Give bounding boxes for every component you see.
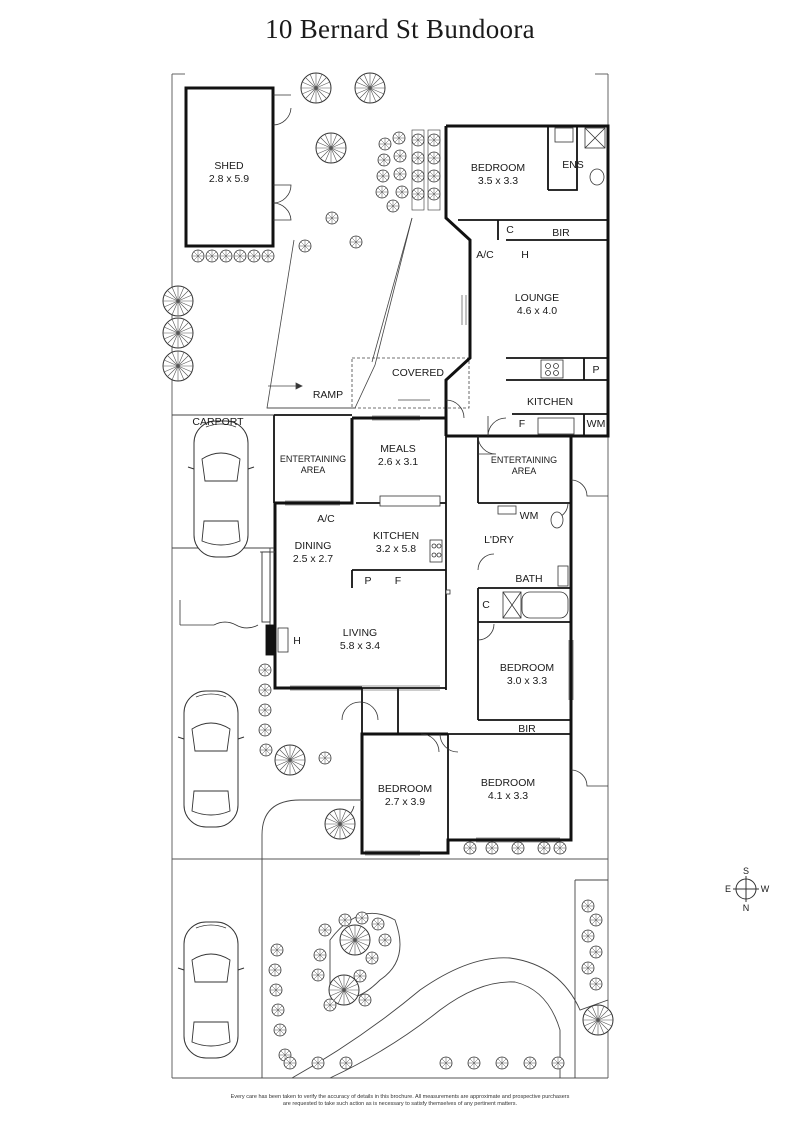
windows xyxy=(285,295,574,856)
fixtures xyxy=(277,127,606,653)
ldry-label: L'DRY xyxy=(484,534,514,546)
ac-mid-label: A/C xyxy=(317,513,335,525)
bedroom-2-size: 4.1 x 3.3 xyxy=(488,790,528,802)
h-top-label: H xyxy=(521,249,529,261)
f-mid-label: F xyxy=(395,575,401,587)
car-icon xyxy=(187,420,255,558)
entertaining-left-label-2: AREA xyxy=(301,465,326,475)
door-swings xyxy=(179,399,608,821)
disclaimer-line-1: Every care has been taken to verify the … xyxy=(230,1094,570,1100)
lounge-size: 4.6 x 4.0 xyxy=(517,305,557,317)
ens-label: ENS xyxy=(562,159,584,171)
dining-size: 2.5 x 2.7 xyxy=(293,553,333,565)
shed-shrubs xyxy=(191,249,275,263)
f-top-label: F xyxy=(519,418,525,430)
ac-top-label: A/C xyxy=(476,249,494,261)
shed-size: 2.8 x 5.9 xyxy=(209,173,249,185)
interior-walls xyxy=(273,126,608,840)
compass-s: S xyxy=(743,866,749,876)
compass-e: E xyxy=(725,884,731,894)
wm-mid-label: WM xyxy=(520,510,539,522)
meals-label: MEALS xyxy=(380,443,416,455)
upper-yard-trees xyxy=(162,72,441,382)
bedroom-master-label: BEDROOM xyxy=(471,162,525,174)
bedroom-2-label: BEDROOM xyxy=(481,777,535,789)
compass-w: W xyxy=(761,884,770,894)
disclaimer: Every care has been taken to verify the … xyxy=(150,1094,650,1108)
entertaining-left-label-1: ENTERTAINING xyxy=(280,454,346,464)
c-top-label: C xyxy=(506,224,514,236)
entertaining-right-label-2: AREA xyxy=(512,466,537,476)
ramp-label: RAMP xyxy=(313,389,343,401)
carport-label: CARPORT xyxy=(192,416,244,428)
lower-trees xyxy=(258,663,614,1070)
carport-area xyxy=(172,414,275,656)
kitchen-top-label: KITCHEN xyxy=(527,396,573,408)
car-icon xyxy=(177,921,245,1059)
car-icon xyxy=(177,690,245,828)
dining-label: DINING xyxy=(295,540,332,552)
p-mid-label: P xyxy=(364,575,371,587)
bedroom-4-label: BEDROOM xyxy=(378,783,432,795)
bath-label: BATH xyxy=(515,573,542,585)
living-size: 5.8 x 3.4 xyxy=(340,640,380,652)
wm-top-label: WM xyxy=(587,418,606,430)
c-mid-label: C xyxy=(482,599,490,611)
p-top-label: P xyxy=(592,364,599,376)
room-labels: SHED 2.8 x 5.9 BEDROOM 3.5 x 3.3 ENS BIR… xyxy=(192,159,605,808)
lounge-label: LOUNGE xyxy=(515,292,559,304)
disclaimer-line-2: are requested to take such action as is … xyxy=(282,1101,518,1107)
plan-title: 10 Bernard St Bundoora xyxy=(265,14,535,44)
living-label: LIVING xyxy=(343,627,377,639)
compass-icon: S N E W xyxy=(725,866,770,913)
meals-size: 2.6 x 3.1 xyxy=(378,456,418,468)
covered-label: COVERED xyxy=(392,367,444,379)
bedroom-3-label: BEDROOM xyxy=(500,662,554,674)
bedroom-3-size: 3.0 x 3.3 xyxy=(507,675,547,687)
kitchen-label: KITCHEN xyxy=(373,530,419,542)
bir-top-label: BIR xyxy=(552,227,570,239)
shed-label: SHED xyxy=(214,160,244,172)
entertaining-right-label-1: ENTERTAINING xyxy=(491,455,557,465)
h-mid-label: H xyxy=(293,635,301,647)
bedroom-4-size: 2.7 x 3.9 xyxy=(385,796,425,808)
bir-mid-label: BIR xyxy=(518,723,536,735)
compass-n: N xyxy=(743,903,750,913)
kitchen-size: 3.2 x 5.8 xyxy=(376,543,416,555)
shed-structure xyxy=(184,86,292,248)
ramp-covered xyxy=(266,217,470,409)
bedroom-master-size: 3.5 x 3.3 xyxy=(478,175,518,187)
